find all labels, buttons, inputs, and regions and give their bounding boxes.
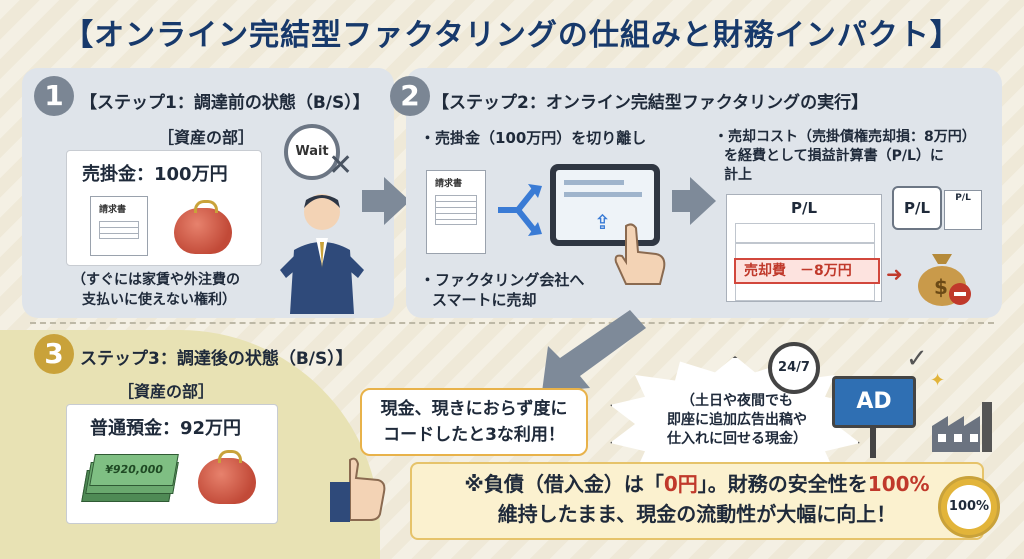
pointing-hand-icon	[612, 222, 670, 286]
purse-icon	[174, 200, 232, 254]
businessman-icon	[280, 186, 364, 314]
cost-line2: を経費として損益計算書（P/L）に	[724, 148, 944, 164]
percent-highlight: 100%	[867, 472, 930, 496]
money-bag-icon: $	[912, 246, 972, 308]
step3-speech-bubble: 現金、現きにおらず度に コードしたと3な利用！	[360, 388, 588, 456]
step3-title: ステップ3：調達後の状態（B/S）】	[80, 349, 353, 369]
invoice-icon-step2: 請求書	[426, 170, 486, 254]
invoice-icon: 請求書	[90, 196, 148, 256]
wait-label: Wait	[295, 144, 329, 159]
thumbs-up-icon	[326, 456, 390, 522]
purse-icon-step3	[198, 450, 256, 504]
step1-note-line1: （すぐには家賃や外注費の	[72, 272, 240, 288]
bubble-line1: 現金、現きにおらず度に	[380, 399, 568, 419]
clock-label: 24/7	[778, 360, 810, 375]
bubble-line2: コードしたと3な利用！	[383, 425, 565, 445]
svg-text:$: $	[934, 275, 948, 299]
step1-title: 【ステップ1：調達前の状態（B/S）】	[80, 93, 370, 113]
arrow-step1-to-step2	[384, 177, 410, 225]
step2-bullet1: ・売掛金（100万円）を切り離し	[420, 129, 647, 147]
cost-line3: 計上	[724, 167, 752, 183]
pl-badge-icon: P/L	[892, 186, 942, 230]
step3-number: 3	[34, 334, 74, 374]
step3-burst-text: （土日や夜間でも 即座に追加広告出稿や 仕入れに回せる現金）	[652, 392, 822, 449]
pl-badge-label: P/L	[903, 199, 931, 217]
banner-line1: ※負債（借入金）は「0円」。財務の安全性を100%	[464, 472, 930, 496]
upload-icon: ⇪	[594, 210, 611, 234]
step3-section-label: ［資産の部］	[118, 382, 215, 401]
pl-doc-icon: P/L	[944, 190, 982, 230]
burst-line1: （土日や夜間でも	[681, 393, 793, 409]
pl-header: P/L	[790, 199, 818, 217]
step2-title: 【ステップ2：オンライン完結型ファクタリングの実行】	[432, 93, 869, 113]
summary-banner: ※負債（借入金）は「0円」。財務の安全性を100% 維持したまま、現金の流動性が…	[410, 462, 984, 540]
invoice-label-step2: 請求書	[435, 179, 463, 189]
step1-section-label: ［資産の部］	[158, 128, 255, 147]
check-icon: ✓	[906, 344, 928, 374]
ad-billboard-icon: AD	[832, 376, 916, 428]
burst-line3: 仕入れに回せる現金）	[667, 431, 807, 447]
cost-line1: ・売却コスト（売掛債権売却損：8万円）	[714, 129, 976, 145]
medal-label: 100%	[948, 499, 990, 514]
loss-row: 売却費 －8万円	[734, 258, 880, 284]
step1-asset-item: 売掛金：100万円	[82, 164, 228, 185]
loss-arrow-icon: ➜	[886, 262, 903, 286]
banner-line2: 維持したまま、現金の流動性が大幅に向上！	[497, 502, 897, 526]
step2-bullet2-line2: スマートに売却	[432, 291, 537, 309]
medal-icon: 100%	[938, 476, 1000, 538]
cash-label: ¥920,000	[104, 463, 165, 476]
page-title: 【オンライン完結型ファクタリングの仕組みと財務インパクト】	[63, 18, 961, 53]
ad-label: AD	[856, 389, 892, 414]
billboard-pole	[870, 428, 876, 458]
factory-icon	[932, 396, 1002, 452]
arrow-step2-inner	[690, 177, 716, 225]
tablet-icon: ⇪	[550, 164, 660, 246]
step2-cost-text: ・売却コスト（売掛債権売却損：8万円） を経費として損益計算書（P/L）に 計上	[714, 128, 976, 185]
cash-stack-icon: ¥920,000	[81, 452, 179, 508]
pl-statement: P/L	[726, 194, 882, 302]
divider	[30, 322, 994, 324]
step1-note-line2: 支払いに使えない権利）	[82, 292, 236, 308]
split-arrow-icon	[494, 180, 544, 240]
step1-note: （すぐには家賃や外注費の 支払いに使えない権利）	[72, 270, 240, 310]
step3-asset-item: 普通預金：92万円	[90, 418, 242, 439]
arrow-step2-to-step3	[520, 306, 650, 396]
clock-24-7-icon: 24/7	[768, 342, 820, 394]
invoice-label: 請求書	[99, 205, 127, 215]
pl-small-label: P/L	[955, 193, 971, 203]
burst-line2: 即座に追加広告出稿や	[667, 412, 807, 428]
cross-icon: ✕	[328, 148, 354, 183]
sparkle-icon: ✦	[930, 370, 946, 391]
step2-bullet2: ・ファクタリング会社へ スマートに売却	[420, 270, 584, 310]
arrow-step1-to-step2-shaft	[362, 190, 386, 212]
step2-bullet2-line1: ・ファクタリング会社へ	[420, 271, 585, 289]
arrow-step2-inner-shaft	[672, 190, 692, 212]
stopwatch-icon: Wait	[284, 124, 340, 180]
step2-number: 2	[390, 76, 430, 116]
zero-yen: 0円	[663, 472, 698, 496]
step1-number: 1	[34, 76, 74, 116]
